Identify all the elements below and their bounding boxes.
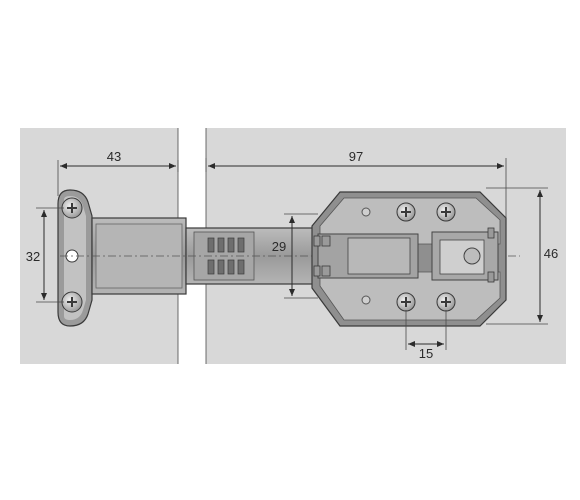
dimension-43: 43 bbox=[57, 149, 179, 196]
dimension-label-29: 29 bbox=[272, 239, 286, 254]
hinge-cup bbox=[311, 191, 507, 327]
dimension-label-46: 46 bbox=[544, 246, 558, 261]
dimension-label-43: 43 bbox=[107, 149, 121, 164]
dimension-46: 46 bbox=[486, 187, 558, 325]
hinge-arm bbox=[60, 217, 520, 295]
dimension-32: 32 bbox=[26, 207, 64, 303]
dimension-29: 29 bbox=[272, 213, 318, 299]
dimension-label-15: 15 bbox=[419, 346, 433, 361]
mounting-plate bbox=[57, 189, 93, 327]
dimension-97: 97 bbox=[205, 149, 507, 218]
dimension-label-32: 32 bbox=[26, 249, 40, 264]
dimension-label-97: 97 bbox=[349, 149, 363, 164]
dimension-15: 15 bbox=[405, 310, 447, 361]
